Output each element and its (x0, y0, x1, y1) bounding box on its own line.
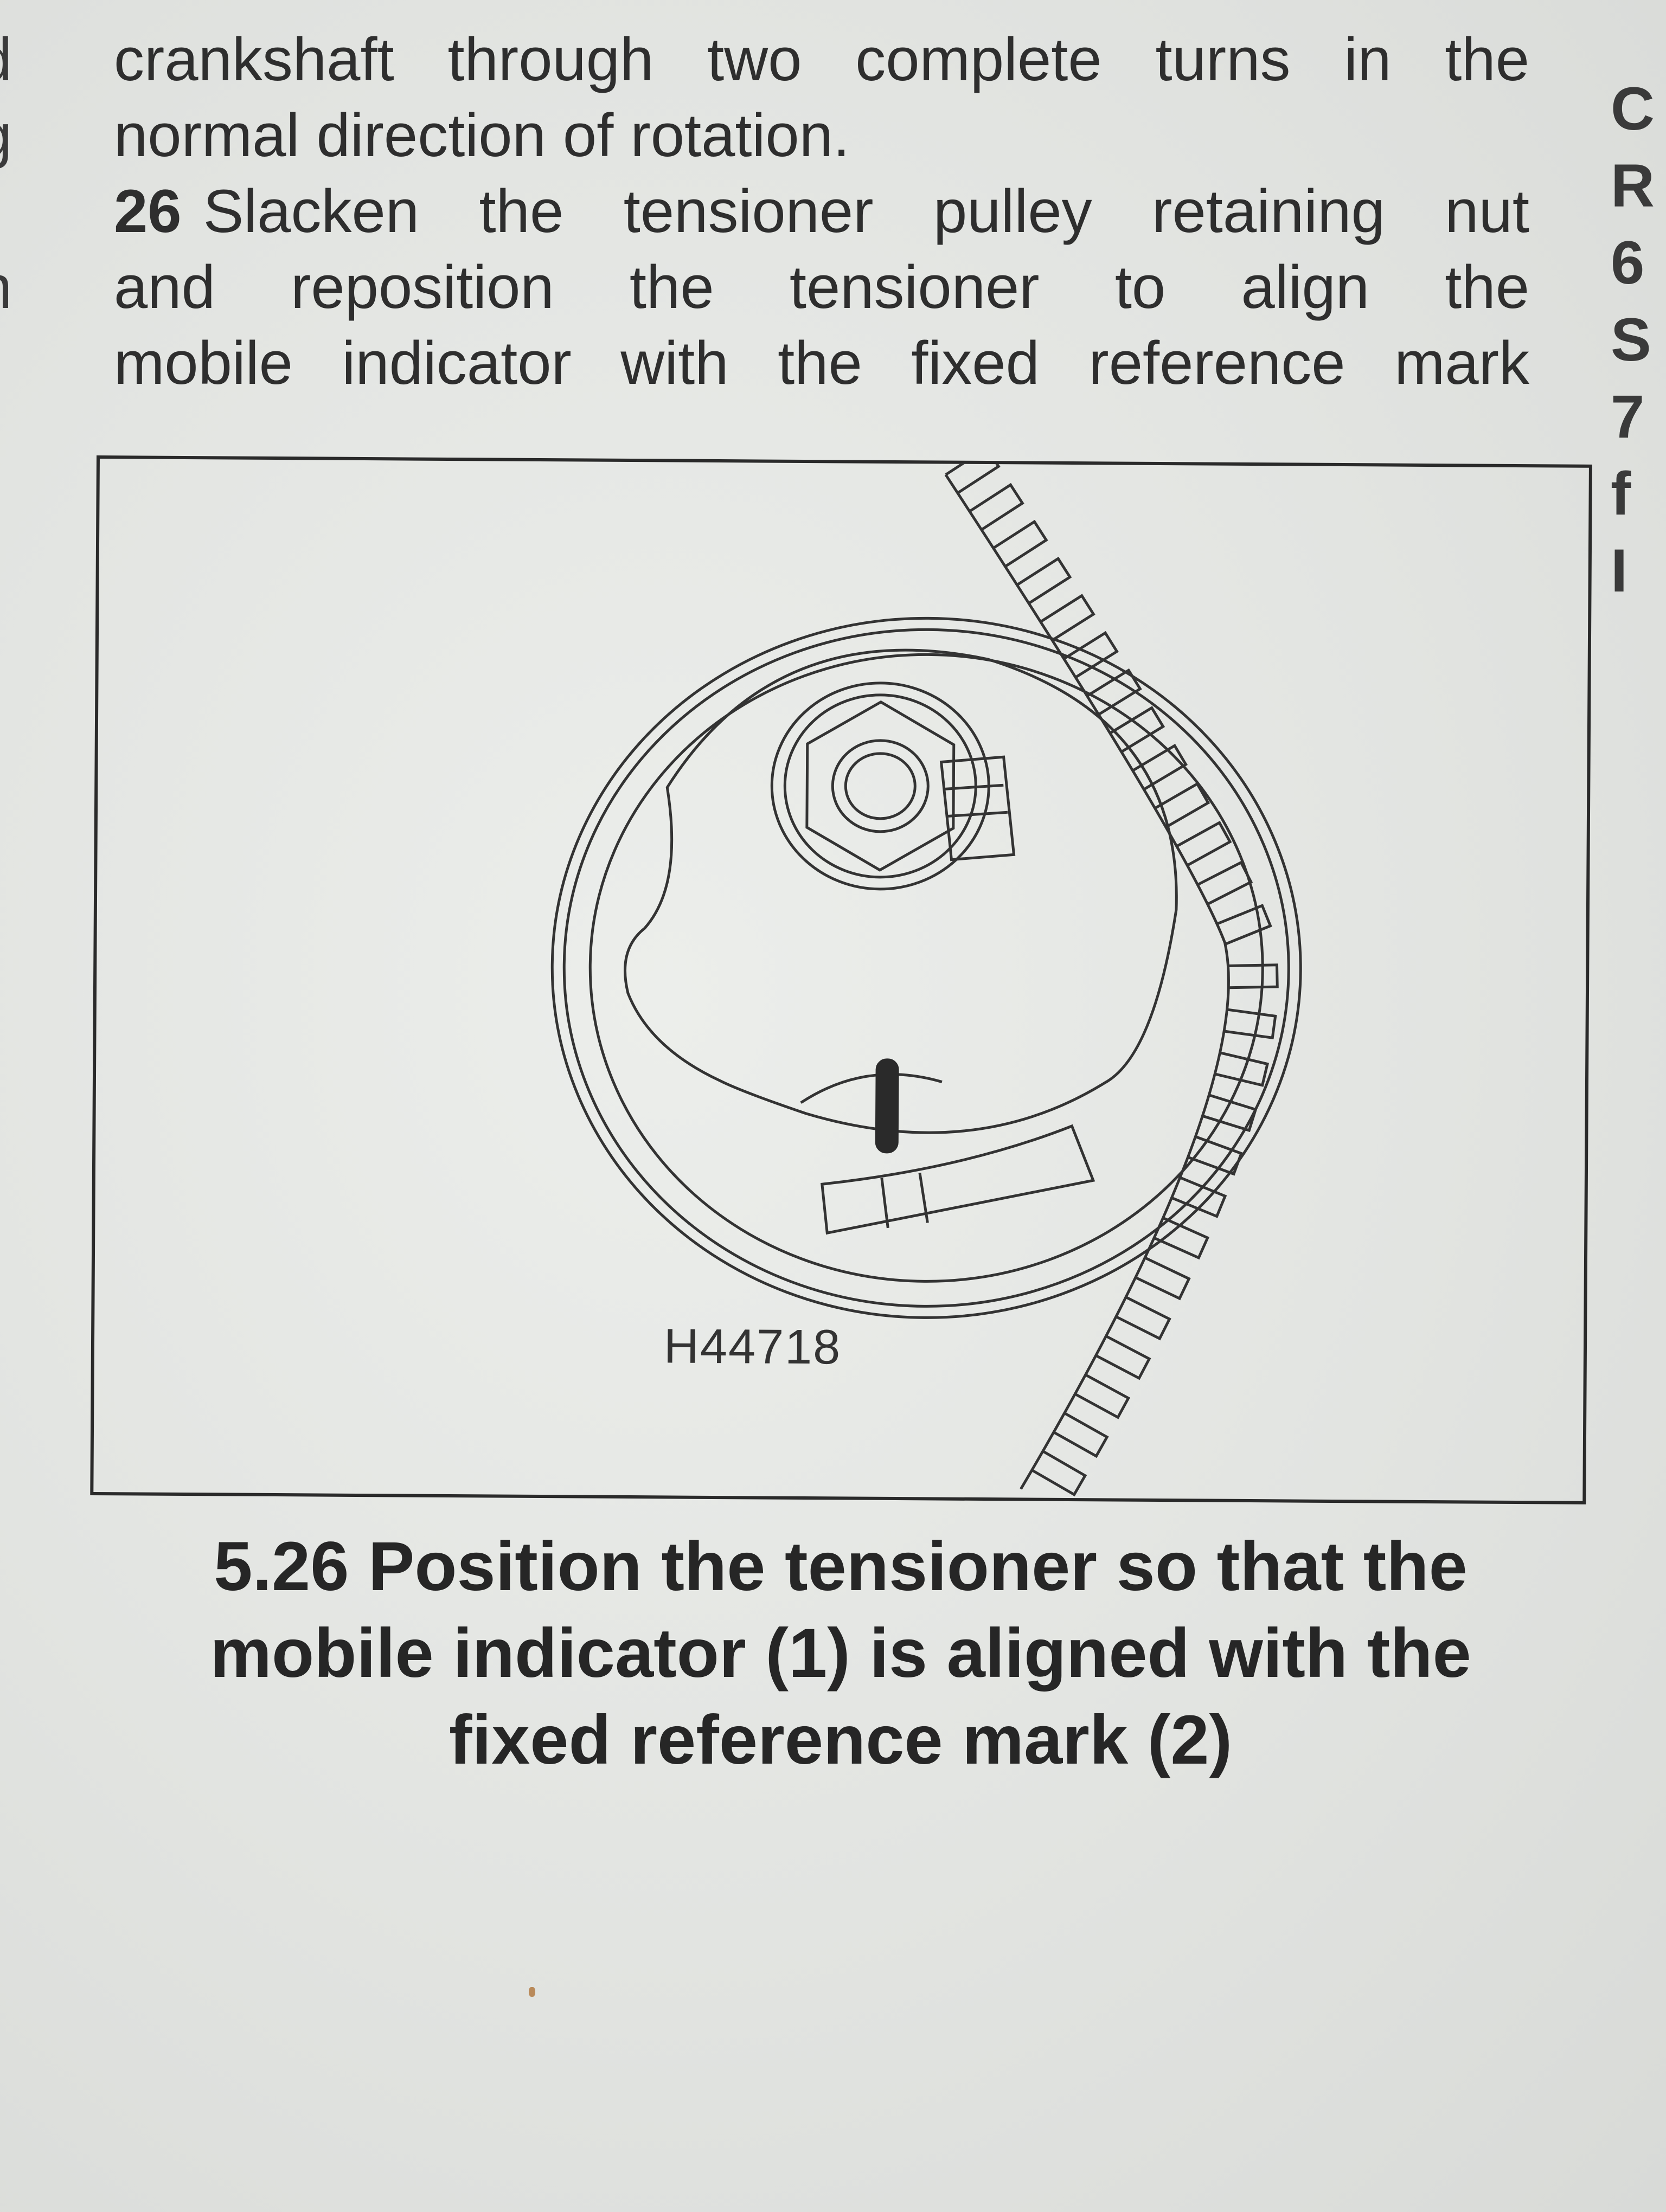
right-margin-char: R (1611, 152, 1655, 220)
left-margin-char: g (0, 98, 27, 173)
step-text: Slacken the tensioner pulley retaining n… (203, 177, 1529, 245)
left-margin-char: f (0, 325, 27, 401)
caption-text-1: Position the tensioner so that the (368, 1528, 1468, 1605)
body-line-2: normal direction of rotation. (114, 101, 850, 169)
figure-code: H44718 (663, 1319, 842, 1375)
fixed-reference-mark-drawing (939, 755, 1016, 861)
step-number: 26 (114, 177, 182, 245)
body-line-1: crankshaft through two complete turns in… (114, 25, 1529, 93)
tensioner-diagram (550, 459, 1302, 1497)
left-margin-char: n (0, 249, 27, 325)
body-line-5: mobile indicator with the fixed referenc… (114, 329, 1529, 397)
body-line-4: and reposition the tensioner to align th… (114, 253, 1529, 321)
caption-line-3: fixed reference mark (2) (448, 1701, 1233, 1779)
left-margin-char (0, 173, 27, 249)
right-margin-char: I (1611, 537, 1628, 605)
right-margin-char: f (1611, 460, 1631, 528)
figure-caption: 5.26 Position the tensioner so that the … (163, 1523, 1518, 1784)
body-line-3: 26 Slacken the tensioner pulley retaining… (114, 173, 1529, 249)
figure-frame: H44718 (90, 455, 1592, 1504)
caption-number: 5.26 (214, 1528, 349, 1605)
caption-line-2: mobile indicator (1) is aligned with the (210, 1615, 1471, 1692)
paper-speck (529, 1987, 535, 1997)
right-margin-char: 7 (1611, 383, 1645, 451)
right-margin-fragments: C R 6 S 7 f I (1611, 70, 1665, 609)
mobile-indicator-drawing (821, 1058, 1095, 1235)
tensioner-pulley-drawing (550, 616, 1302, 1319)
caption-line-1: 5.26 Position the tensioner so that the (163, 1523, 1518, 1610)
right-margin-char: S (1611, 306, 1651, 374)
right-margin-char: 6 (1611, 229, 1645, 297)
timing-belt-drawing (944, 459, 1279, 1497)
body-text: crankshaft through two complete turns in… (114, 22, 1529, 401)
left-margin-fragments: d g n f (0, 22, 27, 401)
left-margin-char: d (0, 22, 27, 98)
right-margin-char: C (1611, 75, 1655, 143)
